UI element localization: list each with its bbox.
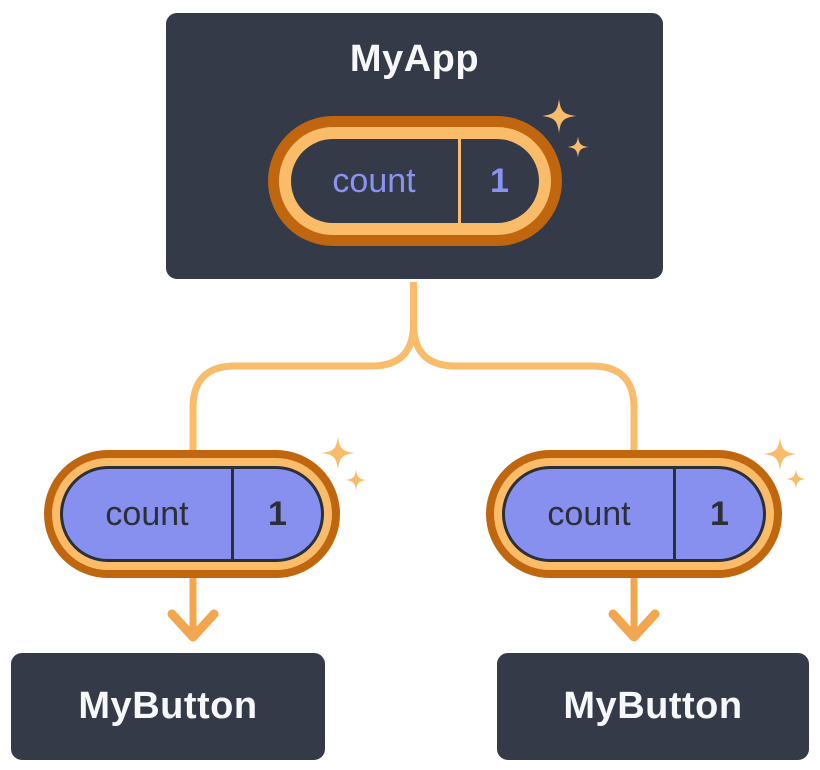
- state-name: count: [332, 161, 416, 200]
- prop-pill-left-capsule: count 1: [60, 466, 324, 562]
- prop-value-left: 1: [231, 469, 321, 559]
- state-pill-capsule: count 1: [290, 139, 539, 223]
- prop-name-right: count: [547, 494, 631, 533]
- prop-pill-right-capsule: count 1: [502, 466, 766, 562]
- node-mybutton-right-label: MyButton: [563, 685, 743, 727]
- state-value: 1: [457, 139, 539, 223]
- sparkle-icon: [786, 469, 806, 489]
- sparkle-icon: [321, 436, 355, 470]
- arrow-head-right-icon: [608, 609, 660, 642]
- arrow-head-left-icon: [167, 609, 219, 642]
- prop-name-left: count: [105, 494, 189, 533]
- node-mybutton-left-label: MyButton: [78, 685, 258, 727]
- sparkle-icon: [345, 469, 367, 491]
- prop-value-right: 1: [673, 469, 763, 559]
- node-myapp-label: MyApp: [349, 38, 480, 80]
- prop-pill-left: count 1: [44, 450, 340, 578]
- node-myapp: MyApp count 1: [163, 10, 666, 282]
- sparkle-icon: [763, 437, 797, 471]
- node-mybutton-right: MyButton: [494, 650, 812, 763]
- prop-pill-right: count 1: [486, 450, 782, 578]
- state-pill: count 1: [267, 116, 562, 246]
- node-mybutton-left: MyButton: [8, 650, 328, 763]
